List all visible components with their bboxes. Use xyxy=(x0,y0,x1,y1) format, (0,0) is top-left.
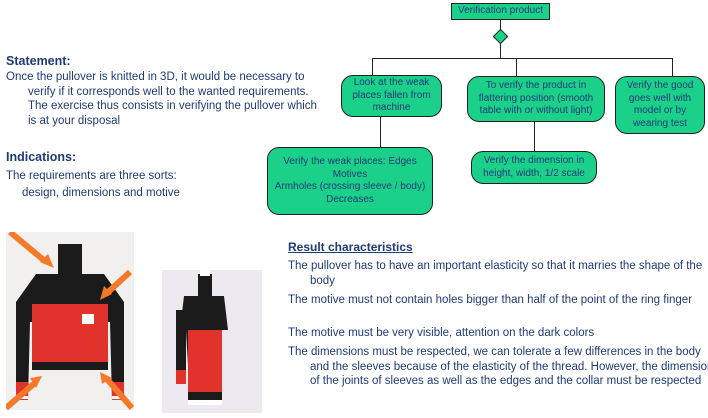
connector-bar xyxy=(372,58,672,59)
node-middle-child: Verify the dimension in height, width, 1… xyxy=(471,151,597,184)
statement-heading: Statement: xyxy=(6,54,71,68)
result-heading: Result characteristics xyxy=(288,240,413,254)
left-child-line2: Motives xyxy=(333,169,367,182)
sweater-photo-worn xyxy=(162,270,262,413)
connector-right xyxy=(672,58,673,76)
indications-line1: The requirements are three sorts: xyxy=(6,169,177,184)
connector-middle-child xyxy=(534,122,535,152)
left-child-line3: Armholes (crossing sleeve / body) xyxy=(275,181,426,194)
indications-heading: Indications: xyxy=(6,150,76,164)
node-left: Look at the weak places fallen from mach… xyxy=(341,75,442,117)
left-child-line1: Verify the weak places: Edges xyxy=(283,156,416,169)
result-item-3: The motive must be very visible, attenti… xyxy=(288,326,708,341)
statement-text: Once the pullover is knitted in 3D, it w… xyxy=(6,70,328,128)
sweater-front-image xyxy=(6,232,134,410)
connector-left-child xyxy=(380,116,381,148)
node-right: Verify the good goes well with model or … xyxy=(615,76,705,134)
result-item-4: The dimensions must be respected, we can… xyxy=(288,345,708,389)
connector-left xyxy=(372,58,373,75)
diamond-icon xyxy=(493,29,509,45)
connector-middle xyxy=(516,58,517,76)
result-item-1: The pullover has to have an important el… xyxy=(288,259,708,288)
sweater-worn-image xyxy=(162,270,262,413)
left-child-line4: Decreases xyxy=(326,194,374,207)
result-item-2: The motive must not contain holes bigger… xyxy=(288,293,708,308)
node-left-child: Verify the weak places: Edges Motives Ar… xyxy=(267,147,433,215)
node-root: Verification product xyxy=(451,3,550,20)
indications-line2: design, dimensions and motive xyxy=(22,186,180,201)
sweater-photo-front xyxy=(6,232,134,410)
node-middle: To verify the product in flattering posi… xyxy=(467,76,605,122)
